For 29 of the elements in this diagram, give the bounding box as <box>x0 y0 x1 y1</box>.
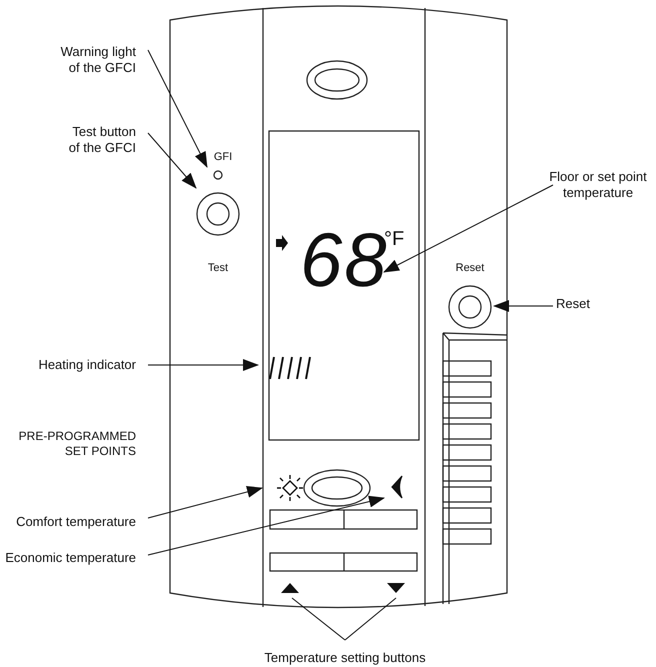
callout-text: Warning light of the GFCI <box>48 44 136 76</box>
section-heading: PRE-PROGRAMMED SET POINTS <box>18 429 136 459</box>
arrow <box>148 486 263 518</box>
heating-bars-icon <box>269 356 311 380</box>
sun-icon <box>276 474 304 502</box>
leader-line <box>344 598 396 640</box>
callout-text: Floor or set point temperature <box>543 169 653 201</box>
callout-text: Test button of the GFCI <box>58 124 136 156</box>
callout-text: Temperature setting buttons <box>240 650 450 666</box>
triangle-icon <box>387 583 405 593</box>
moon-icon <box>391 475 403 499</box>
arrow <box>493 300 554 312</box>
round-button <box>448 285 492 329</box>
arrow <box>383 184 554 272</box>
arrow <box>148 132 197 189</box>
leader-line <box>292 598 346 640</box>
callout-text: Reset <box>556 296 596 312</box>
part-label: GFI <box>212 150 234 164</box>
part-label: Reset <box>454 261 486 275</box>
part-label: Test <box>206 261 230 275</box>
indicator-light <box>213 170 223 180</box>
callout-text: Heating indicator <box>20 357 136 373</box>
arrow <box>148 50 208 168</box>
round-button <box>196 192 240 236</box>
arrow <box>148 359 259 371</box>
callout-text: Economic temperature <box>0 550 136 566</box>
callout-text: Comfort temperature <box>0 514 136 530</box>
arrow <box>148 496 385 556</box>
triangle-icon <box>281 583 299 593</box>
